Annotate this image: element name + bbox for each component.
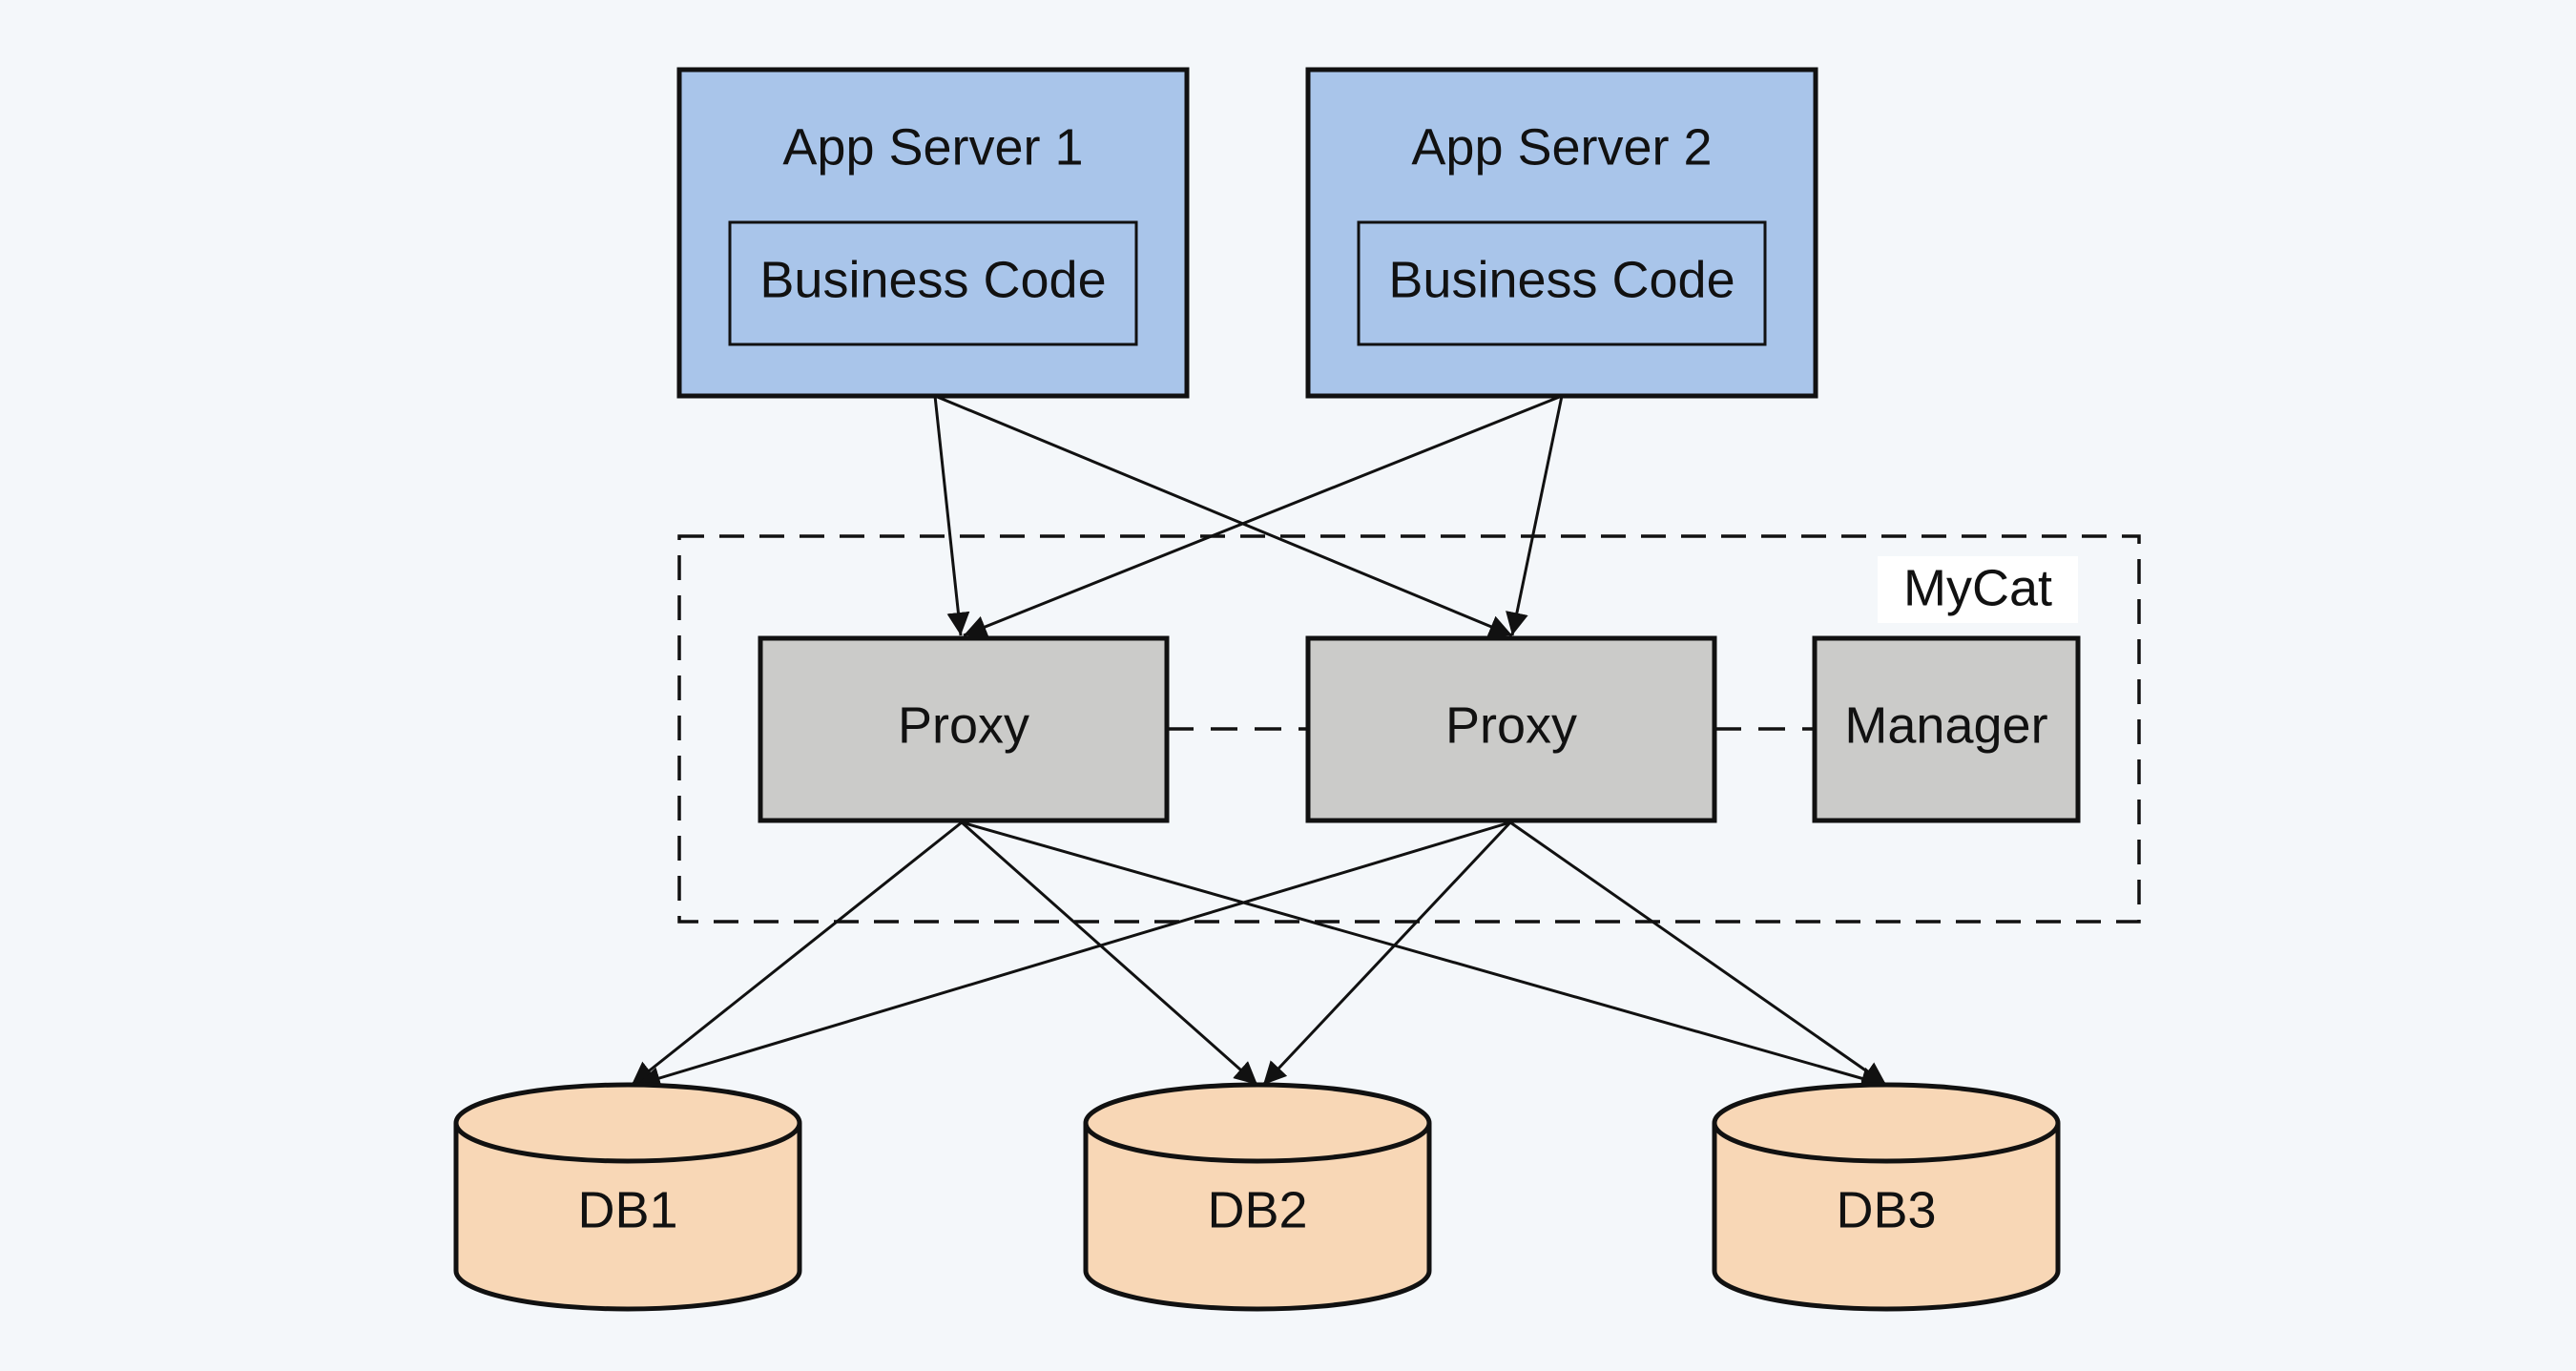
cylinder-top [453,1082,802,1164]
arrow-proxy1-db1 [631,821,963,1087]
arrow-proxy1-db3 [961,821,1885,1090]
database-label: DB2 [1207,1181,1307,1238]
database-label: DB3 [1836,1181,1936,1238]
manager-label: Manager [1844,696,2047,754]
arrow-app2-proxy2 [1506,395,1564,636]
cylinder-top [1083,1082,1432,1164]
business-code-box [728,220,1138,346]
proxy-label: Proxy [898,696,1029,754]
cylinder-body [1712,1123,2061,1312]
arrow-proxy2-db3 [1509,821,1887,1087]
proxy-node-2: Proxy [1305,635,1717,823]
app-server-1: App Server 1 Business Code [676,67,1190,399]
arrow-proxy1-db2 [961,821,1258,1087]
database-db3: DB3 [1712,1082,2061,1312]
proxy-box [758,635,1170,823]
proxy-to-db-arrows [631,821,1887,1090]
proxy-box [1305,635,1717,823]
proxy-label: Proxy [1445,696,1577,754]
arrow-proxy2-db1 [636,821,1511,1090]
arrow-proxy2-db2 [1261,821,1512,1087]
arrow-app1-proxy2 [934,394,1513,637]
database-db2: DB2 [1083,1082,1432,1312]
business-code-label: Business Code [1388,251,1735,308]
app-to-proxy-arrows [933,394,1564,638]
app-server-title: App Server 1 [782,118,1083,176]
cluster-label: MyCat [1903,559,2052,616]
business-code-box [1357,220,1767,346]
arrow-app2-proxy1 [963,394,1563,638]
database-db1: DB1 [453,1082,802,1312]
manager-node: Manager [1812,635,2081,823]
cylinder-top [1712,1082,2061,1164]
app-server-2: App Server 2 Business Code [1305,67,1818,399]
database-label: DB1 [577,1181,677,1238]
manager-box [1812,635,2081,823]
mycat-cluster: MyCat [677,534,2141,924]
cylinder-body [1083,1123,1432,1312]
proxy-node-1: Proxy [758,635,1170,823]
cluster-label-background [1878,556,2078,623]
app-server-title: App Server 2 [1411,118,1712,176]
business-code-label: Business Code [759,251,1106,308]
cylinder-body [453,1123,802,1312]
arrow-app1-proxy1 [933,395,970,636]
cluster-boundary [677,534,2141,924]
